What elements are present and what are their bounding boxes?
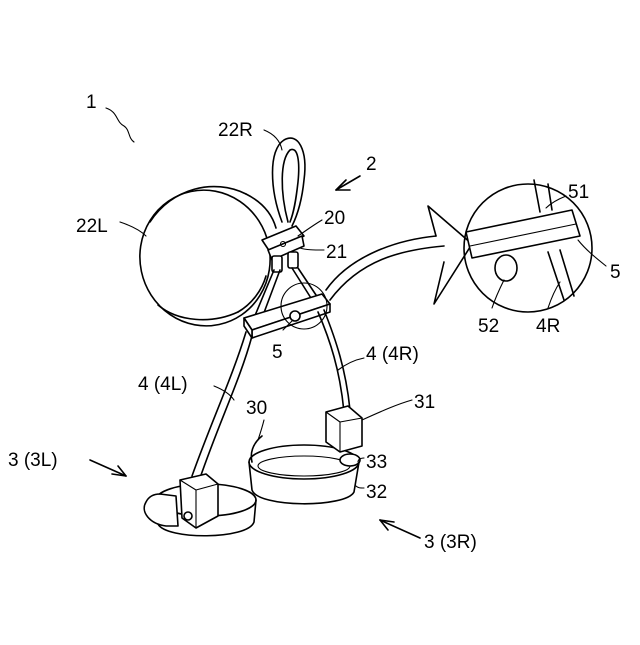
label-4-4L: 4 (4L): [138, 374, 188, 395]
belt-4L: [192, 332, 252, 478]
label-5-detail: 5: [610, 262, 621, 283]
label-31: 31: [414, 392, 435, 413]
label-3-3R: 3 (3R): [424, 532, 477, 553]
label-32: 32: [366, 482, 387, 503]
arrow-3R: [380, 520, 420, 538]
label-52: 52: [478, 316, 499, 337]
arrow-2: [336, 176, 360, 190]
label-21: 21: [326, 242, 347, 263]
label-4-4R: 4 (4R): [366, 344, 419, 365]
loop-22R: [273, 138, 305, 226]
label-2: 2: [366, 154, 377, 175]
label-3-3L: 3 (3L): [8, 450, 58, 471]
arrow-3L: [90, 460, 126, 476]
foot-band-3R: [249, 406, 362, 504]
foot-band-3L: [144, 474, 256, 536]
label-33: 33: [366, 452, 387, 473]
label-4R-detail: 4R: [536, 316, 560, 337]
belt-4R: [318, 310, 350, 412]
label-51: 51: [568, 182, 589, 203]
label-5: 5: [272, 342, 283, 363]
label-30: 30: [246, 398, 267, 419]
label-1: 1: [86, 92, 97, 113]
label-22L: 22L: [76, 216, 108, 237]
label-20: 20: [324, 208, 345, 229]
detail-callout-arrow: [326, 206, 472, 304]
label-22R: 22R: [218, 120, 253, 141]
